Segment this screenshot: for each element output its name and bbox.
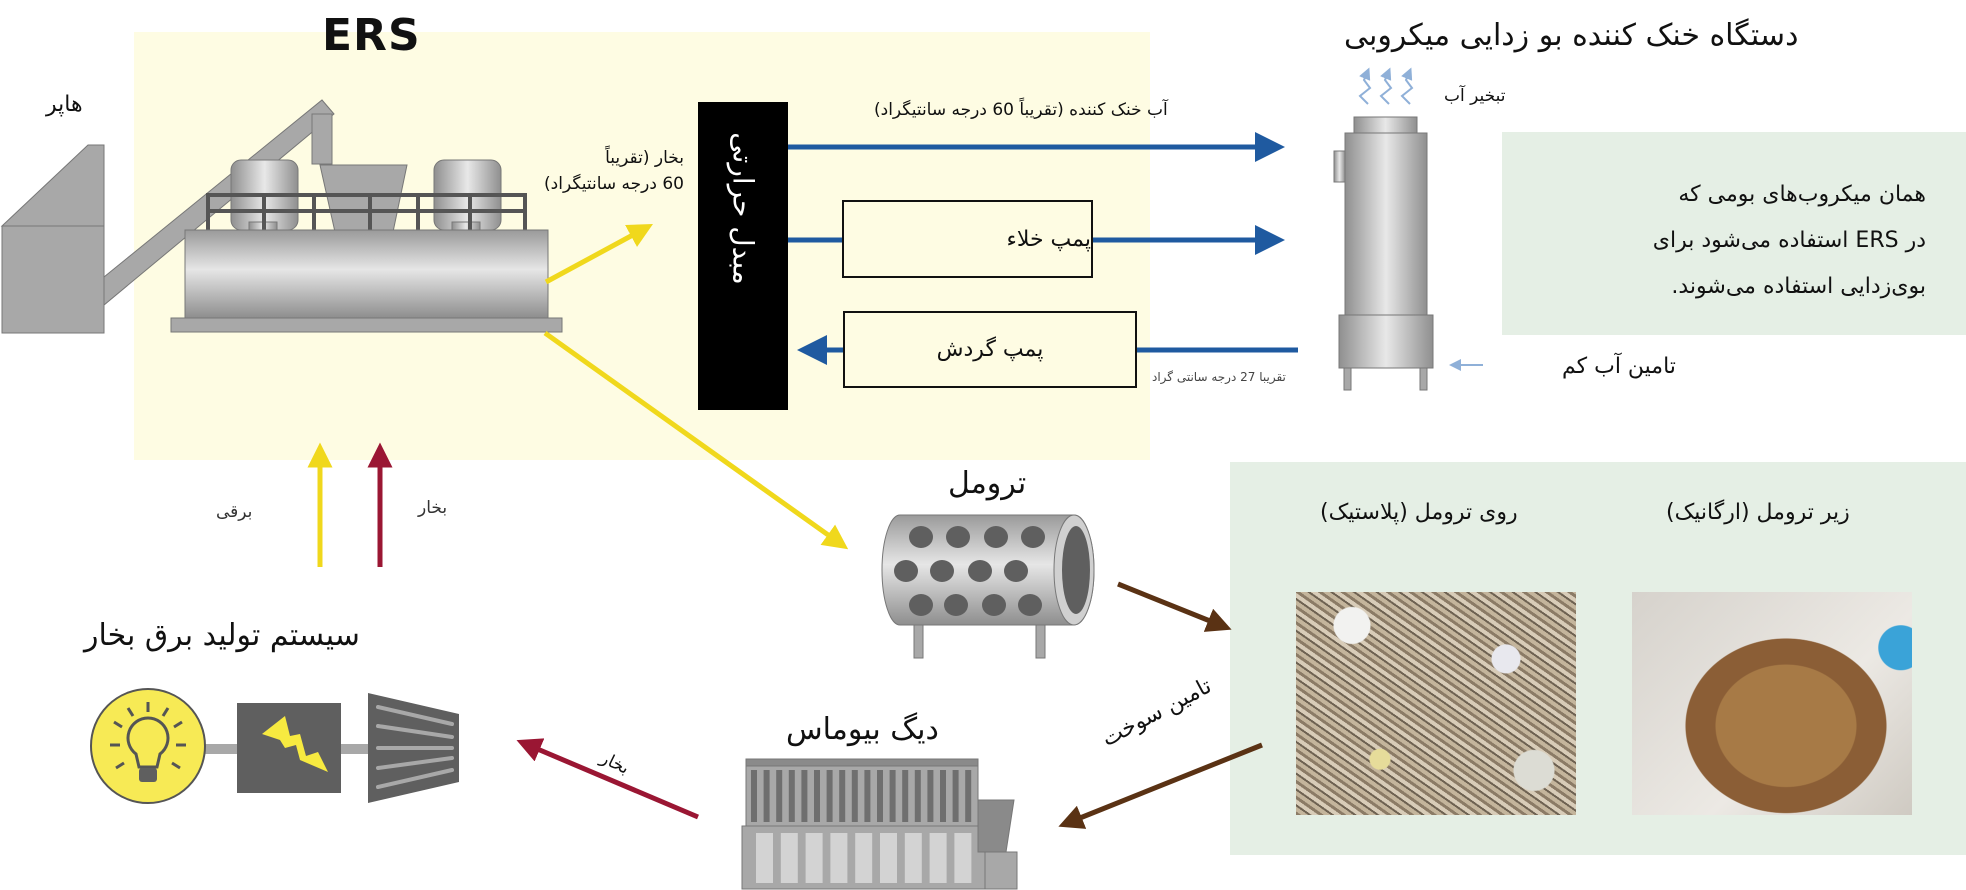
- boiler-fin: [814, 770, 820, 822]
- ers-to-trommel-arrow: [543, 330, 849, 550]
- boiler-fin: [788, 770, 795, 822]
- power-system: [90, 688, 459, 804]
- evaporation-label: تبخیر آب: [1444, 86, 1506, 106]
- boiler-panel: [756, 833, 773, 883]
- steam-turbine-icon: [368, 693, 459, 803]
- boiler-panel: [780, 833, 798, 883]
- cooling-tower-title: دستگاه خنک کننده بو زدایی میکروبی: [1344, 18, 1799, 53]
- boiler-fin: [851, 770, 858, 822]
- note-line-3: بوی‌زدایی استفاده می‌شوند.: [1671, 274, 1926, 299]
- steam-out-label-line1: بخار (تقریباً: [605, 148, 684, 168]
- boiler-fin: [776, 770, 783, 822]
- evaporation-icon: [1358, 67, 1414, 105]
- boiler-fin: [889, 770, 896, 822]
- heat-exchanger: مبدل حرارتی: [698, 102, 788, 410]
- cooling-water-label: آب خنک کننده (تقریباً 60 درجه سانتیگراد): [874, 100, 1168, 120]
- organic-output-photo: [1632, 592, 1912, 815]
- electric-input-label: برقی: [216, 502, 253, 522]
- boiler-panel: [929, 833, 947, 883]
- boiler-panel: [880, 833, 897, 883]
- boiler-panel: [805, 833, 823, 883]
- trommel-label: ترومل: [948, 466, 1027, 501]
- water-supply-label: تامین آب کم: [1562, 354, 1676, 379]
- hopper: [0, 144, 105, 334]
- boiler-fin: [801, 770, 808, 822]
- circulation-pump: پمپ گردش: [843, 311, 1137, 388]
- boiler-fin: [763, 770, 770, 822]
- boiler-fin: [751, 770, 757, 822]
- generator-lightning-icon: [237, 703, 341, 793]
- trommel-machine: [881, 514, 1095, 659]
- plastic-output-photo: [1296, 592, 1576, 815]
- boiler-panel: [954, 833, 972, 883]
- note-line-1: همان میکروب‌های بومی که: [1678, 182, 1926, 207]
- vacuum-pump: پمپ خلاء: [842, 200, 1093, 278]
- microbe-note: همان میکروب‌های بومی که در ERS استفاده م…: [1502, 132, 1966, 335]
- boiler-fin: [826, 770, 833, 822]
- return-temp-label: تقریبا 27 درجه سانتی گراد: [1152, 370, 1286, 384]
- under-trommel-label: زیر ترومل (ارگانیک): [1666, 500, 1850, 525]
- boiler-panel: [904, 833, 922, 883]
- boiler-fin: [927, 770, 934, 822]
- trommel-to-output-arrow: [1117, 581, 1232, 632]
- vacuum-pump-label: پمپ خلاء: [1006, 226, 1091, 252]
- boiler-fin: [902, 770, 909, 822]
- ers-title: ERS: [322, 10, 421, 61]
- biomass-boiler-label: دیگ بیوماس: [786, 712, 939, 747]
- boiler-panel: [830, 833, 848, 883]
- conveyor: [103, 99, 335, 307]
- over-trommel-label: روی ترومل (پلاستیک): [1320, 500, 1518, 525]
- steam-to-heat-exchanger-arrow: [544, 224, 653, 285]
- circulation-pump-label: پمپ گردش: [936, 337, 1044, 362]
- fuel-supply-arrow: [1058, 742, 1263, 829]
- boiler-steam-arrow: [516, 738, 699, 820]
- steam-out-label-line2: 60 درجه سانتیگراد): [544, 174, 684, 194]
- microbe-note-panel: [1502, 132, 1966, 335]
- trommel-holes: [894, 526, 1045, 616]
- boiler-fin: [940, 770, 946, 822]
- cooling-tower: [1333, 116, 1434, 391]
- hopper-label: هاپر: [46, 92, 83, 117]
- power-system-title: سیستم تولید برق بخار: [84, 618, 360, 653]
- note-line-2: در ERS استفاده می‌شود برای: [1652, 228, 1926, 253]
- boiler-fin: [914, 770, 921, 822]
- steam-input-label: بخار: [418, 498, 448, 518]
- boiler-fin: [877, 770, 883, 822]
- lightbulb-icon: [90, 688, 206, 804]
- heat-exchanger-label: مبدل حرارتی: [726, 132, 760, 285]
- ers-machine: [170, 159, 563, 333]
- boiler-fin: [965, 770, 972, 822]
- boiler-panel: [855, 833, 873, 883]
- boiler-fin: [864, 770, 871, 822]
- boiler-fin: [952, 770, 959, 822]
- biomass-boiler: [741, 758, 1018, 890]
- boiler-fin: [839, 770, 846, 822]
